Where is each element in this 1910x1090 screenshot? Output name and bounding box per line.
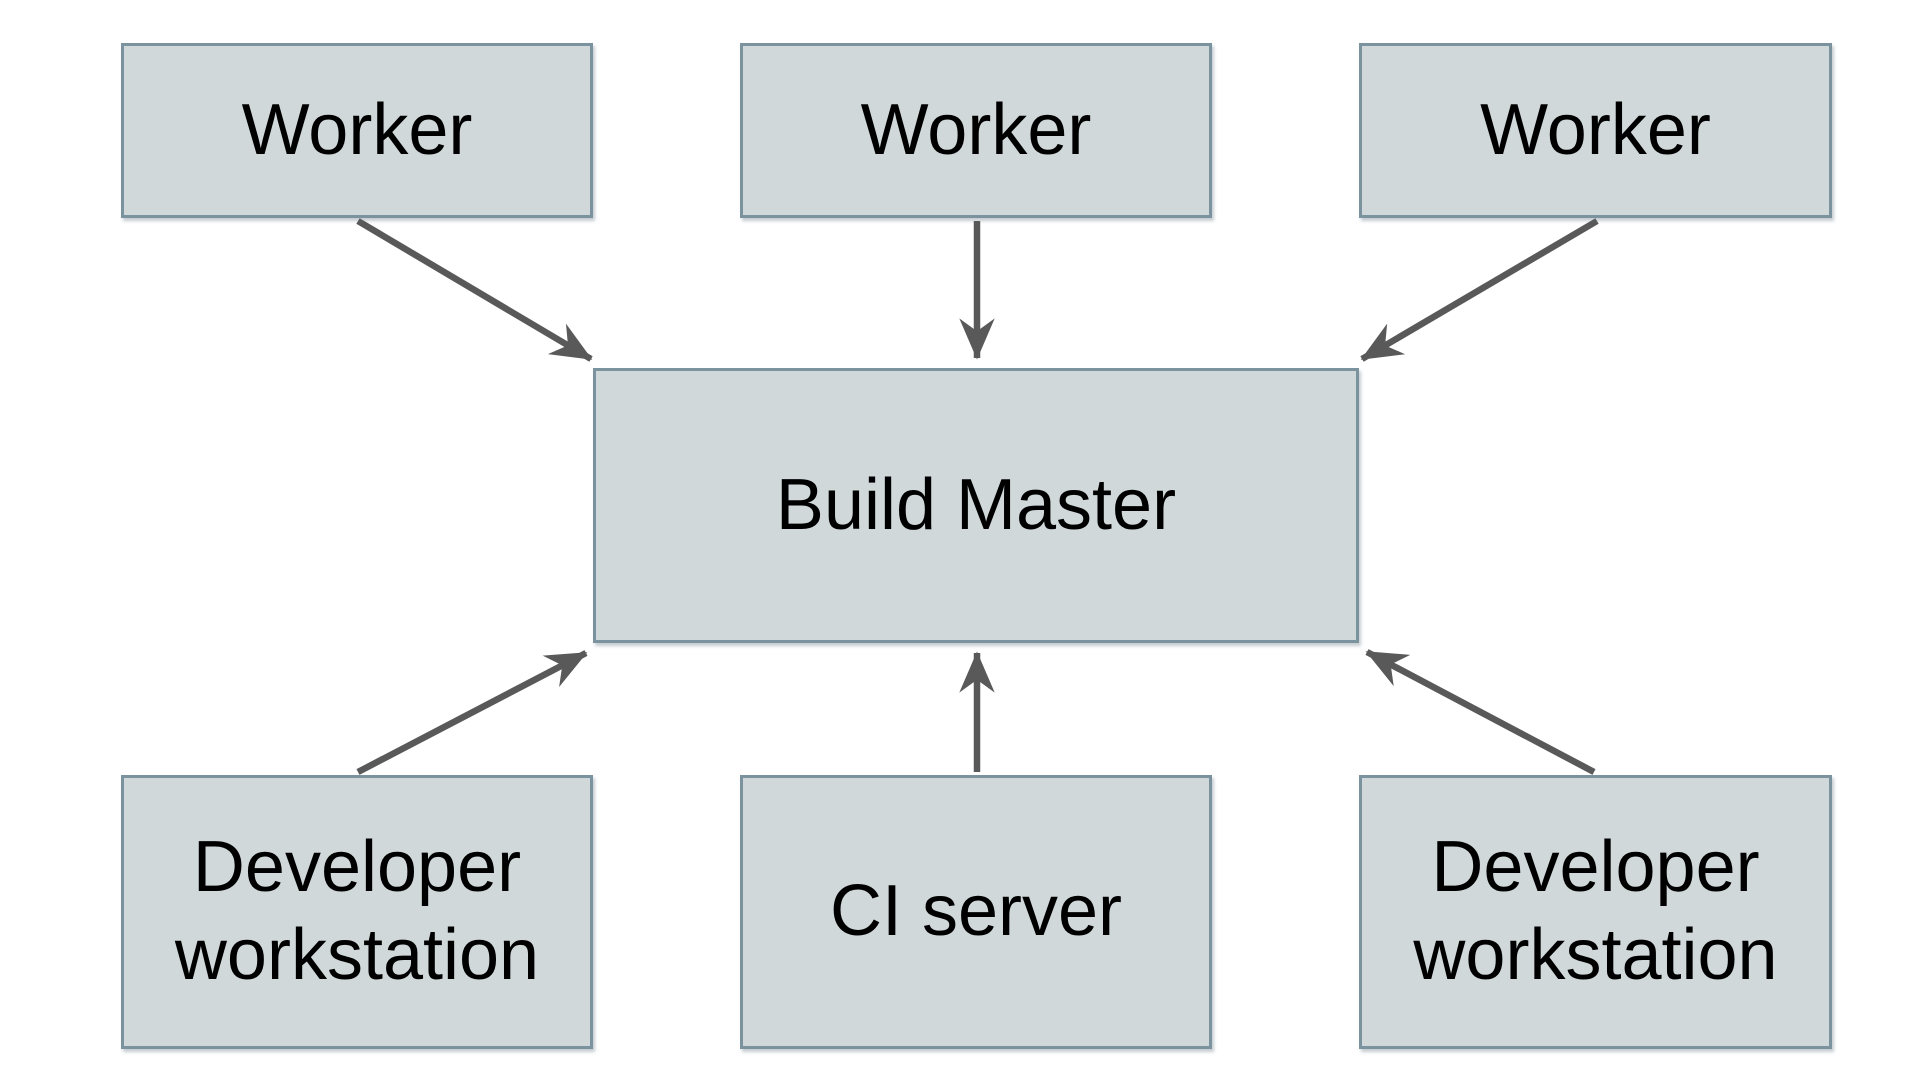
node-worker-1: Worker xyxy=(121,43,593,218)
node-ci-server: CI server xyxy=(740,775,1212,1049)
node-ci-server-label: CI server xyxy=(829,871,1123,952)
node-worker-2-label: Worker xyxy=(860,89,1092,170)
node-worker-1-label: Worker xyxy=(241,89,473,170)
node-build-master: Build Master xyxy=(593,368,1359,643)
arrow-worker-3-to-build-master xyxy=(1360,218,1599,362)
arrow-dev-left-to-build-master xyxy=(356,650,588,775)
node-worker-3-label: Worker xyxy=(1480,89,1711,170)
node-developer-workstation-left: Developer workstation xyxy=(121,775,593,1049)
node-developer-workstation-right-label: Developer workstation xyxy=(1413,827,1778,995)
node-worker-2: Worker xyxy=(740,43,1212,218)
node-worker-3: Worker xyxy=(1359,43,1832,218)
node-developer-workstation-right: Developer workstation xyxy=(1359,775,1832,1049)
arrow-worker-1-to-build-master xyxy=(356,218,593,362)
node-developer-workstation-left-label: Developer workstation xyxy=(174,827,540,995)
node-build-master-label: Build Master xyxy=(775,464,1177,545)
arrow-dev-right-to-build-master xyxy=(1365,649,1596,775)
